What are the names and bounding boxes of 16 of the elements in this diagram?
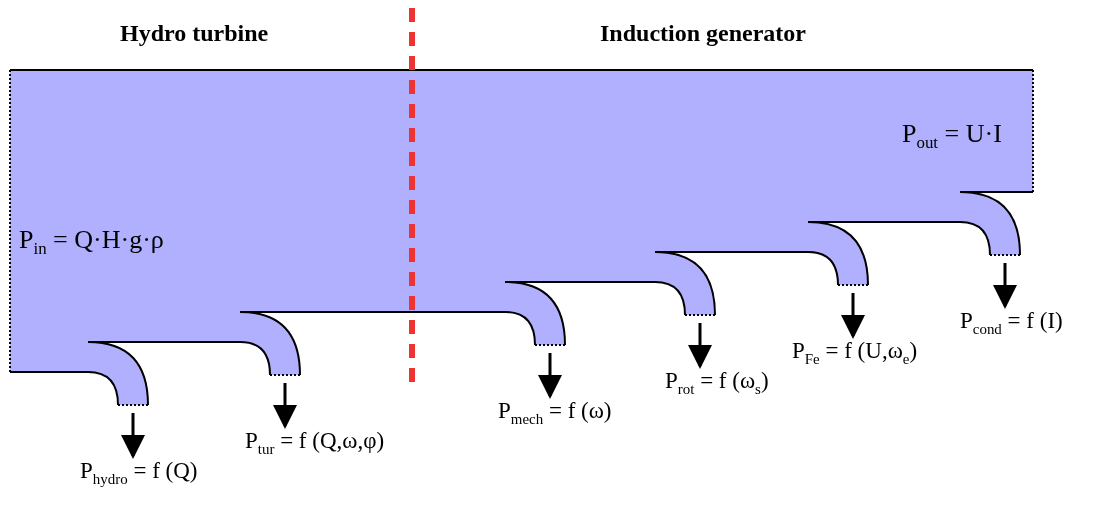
loss-formula: P$_{mech}$ = f (ω)	[498, 398, 612, 432]
arrow	[688, 323, 712, 369]
arrow	[993, 263, 1017, 309]
section-heading: Hydro turbine	[120, 20, 269, 47]
arrow	[273, 383, 297, 429]
loss-formula: P$_{rot}$ = f (ω$_{s}$)	[665, 368, 769, 402]
loss-formula: P$_{Fe}$ = f (U,ω$_{e}$)	[792, 338, 918, 372]
loss-formula: P$_{cond}$ = f (I)	[960, 308, 1063, 342]
arrow	[538, 353, 562, 399]
arrow	[841, 293, 865, 339]
section-heading: Induction generator	[600, 20, 806, 47]
formula-text: P$_{out}$ = U·I	[902, 121, 1002, 155]
loss-formula: P$_{tur}$ = f (Q,ω,φ)	[245, 428, 385, 462]
arrow	[121, 413, 145, 459]
loss-formula: P$_{hydro}$ = f (Q)	[80, 458, 198, 492]
formula-text: P$_{in}$ = Q·H·g·ρ	[19, 227, 164, 261]
